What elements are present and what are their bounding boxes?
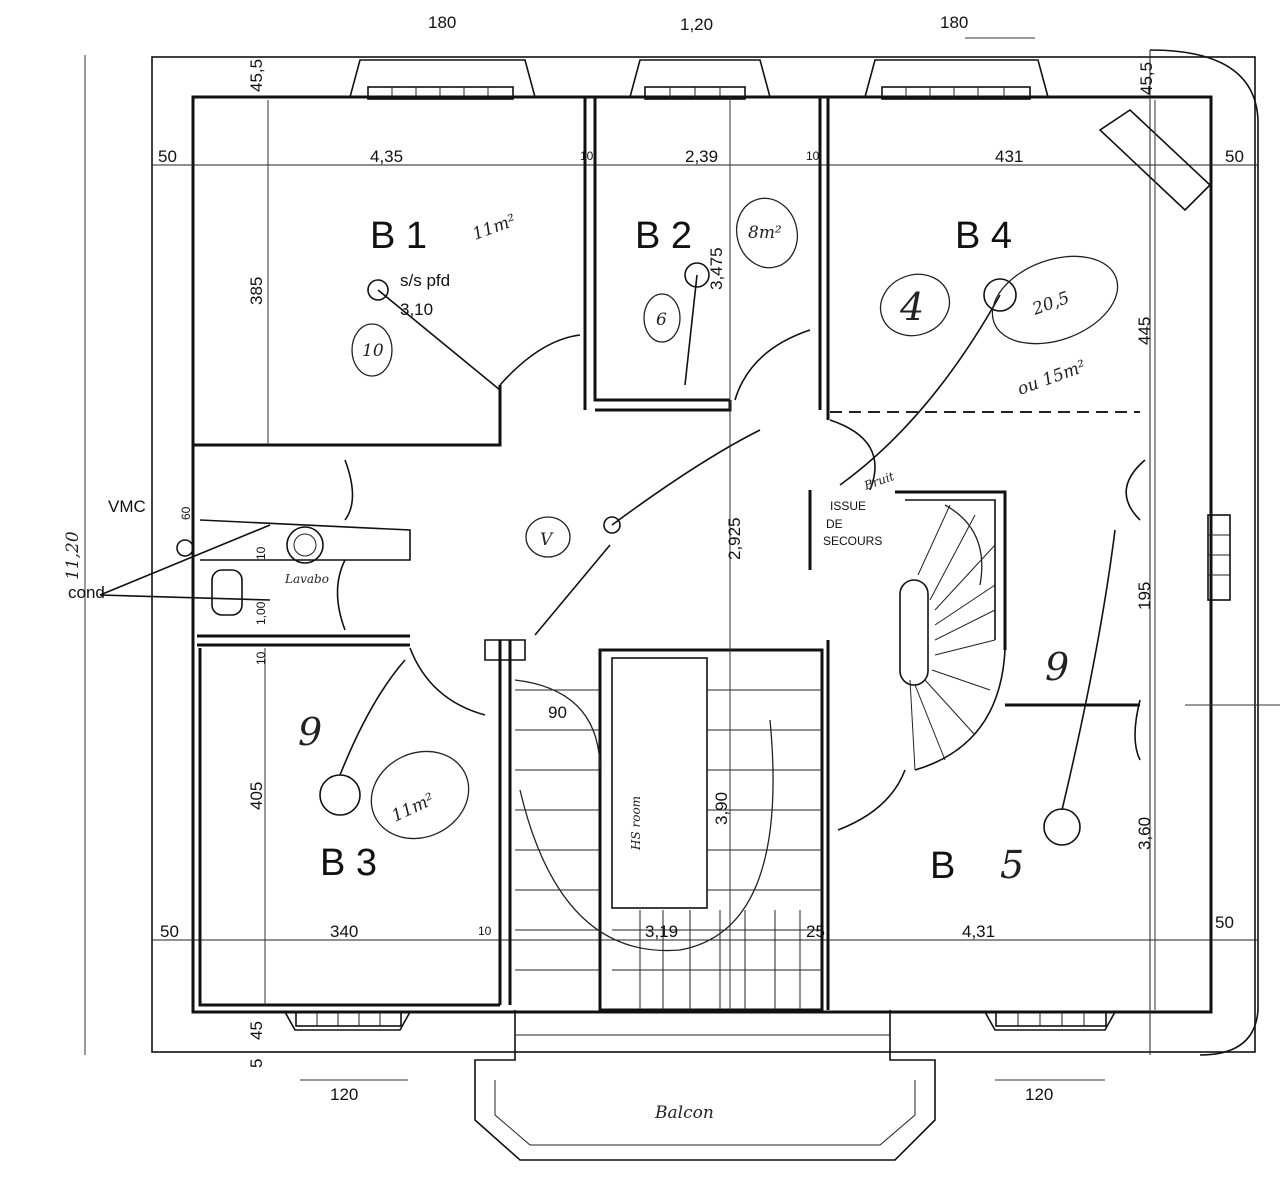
windows: [284, 59, 1231, 1031]
dim-top-right-window: 180: [940, 13, 968, 32]
secours-label: SECOURS: [823, 534, 882, 548]
dim-wc-depth: 1,00: [254, 601, 268, 625]
dim-wall-bottom-left: 45: [247, 1021, 266, 1040]
dimension-lines: [84, 37, 1280, 1081]
dim-door-90: 90: [548, 703, 567, 722]
issue-label: ISSUE: [830, 499, 866, 513]
dim-bottom-right-window: 120: [1025, 1085, 1053, 1104]
dim-b5-width: 4,31: [962, 922, 995, 941]
dim-vmc-offset: 60: [179, 506, 193, 520]
handwritten-annotations: [351, 197, 1119, 952]
room-label-b2: B 2: [635, 215, 692, 257]
dim-b3-width: 340: [330, 922, 358, 941]
dim-wall-top-left: 45,5: [247, 59, 266, 92]
dim-wc-side: 10: [254, 546, 268, 560]
dim-b5-depth: 3,60: [1135, 817, 1154, 850]
fixtures: [99, 262, 1116, 846]
dim-bottom-left-window: 120: [330, 1085, 358, 1104]
de-label: DE: [826, 517, 843, 531]
dim-b3-depth: 405: [247, 782, 266, 810]
vmc-label: VMC: [108, 497, 146, 516]
exterior-walls: [151, 49, 1259, 1056]
hand-b2-area: 8m²: [748, 223, 782, 243]
dim-stair-depth: 3,90: [712, 792, 731, 825]
dim-left-margin-top: 50: [158, 147, 177, 166]
hand-balcon: Balcon: [654, 1103, 714, 1123]
dim-partition-b1-b2: 10: [580, 149, 594, 163]
dim-right-margin-top: 50: [1225, 147, 1244, 166]
room-label-b3: B 3: [320, 842, 377, 884]
hand-lavabo: Lavabo: [284, 572, 329, 586]
hand-b1-circle: 10: [362, 341, 384, 361]
dim-top-center-window: 1,20: [680, 15, 713, 34]
dim-b1-depth: 385: [247, 277, 266, 305]
room-label-b5-letter: B: [930, 845, 955, 887]
hand-hs-room: HS room: [629, 796, 643, 851]
hand-b3-num: 9: [298, 710, 322, 754]
room-label-b5-number: 5: [1000, 843, 1024, 887]
dim-b2-depth: 3,475: [707, 247, 726, 290]
room-labels: B 1 B 2 B 4 B 3 B 5: [320, 215, 1024, 887]
hand-b4-alt: ou 15m²: [1015, 357, 1089, 400]
dim-stair-width: 195: [1135, 582, 1154, 610]
hand-b2-circle: 6: [656, 310, 667, 330]
room-label-b1: B 1: [370, 215, 427, 257]
dim-b2-width: 2,39: [685, 147, 718, 166]
dim-right-margin-bottom: 50: [1215, 913, 1234, 932]
dim-hall-depth: 2,925: [725, 517, 744, 560]
dim-partition-25: 25: [806, 922, 825, 941]
plan-labels: VMC cond s/s pfd 3,10 ISSUE DE SECOURS: [68, 271, 882, 602]
ss-pfd-label: s/s pfd: [400, 271, 450, 290]
dim-wall-bottom-left-2: 5: [247, 1059, 266, 1068]
door-swings: [336, 329, 1146, 831]
hand-b4-area: 20,5: [1029, 288, 1072, 320]
cond-label: cond: [68, 583, 105, 602]
hand-b5-num: 9: [1045, 645, 1069, 689]
dim-top-left-window: 180: [428, 13, 456, 32]
hand-b3-area: 11m²: [389, 789, 438, 826]
balcony: [474, 1010, 936, 1161]
hand-b4-circle: 4: [899, 285, 924, 329]
room-label-b4: B 4: [955, 215, 1012, 257]
dim-b1-width: 4,35: [370, 147, 403, 166]
hand-hall-circle: V: [540, 530, 554, 550]
dim-b3-top-wall: 10: [254, 651, 268, 665]
dim-b4-depth: 445: [1135, 317, 1154, 345]
dim-b4-width: 431: [995, 147, 1023, 166]
dim-partition-b2-b4: 10: [806, 149, 820, 163]
dim-total-height: 11,20: [63, 531, 83, 580]
ss-pfd-height: 3,10: [400, 300, 433, 319]
dimension-labels: 180 1,20 180 45,5 45,5 50 4,35 10 2,39 1…: [63, 13, 1244, 1104]
dim-left-margin-bottom: 50: [160, 922, 179, 941]
dim-wall-top-right: 45,5: [1137, 62, 1156, 95]
hand-b1-area: 11m²: [470, 211, 519, 245]
hand-hall-note: Bruit: [861, 469, 896, 493]
dim-stair-bottom: 3,19: [645, 922, 678, 941]
dim-partition-b3: 10: [478, 924, 492, 938]
